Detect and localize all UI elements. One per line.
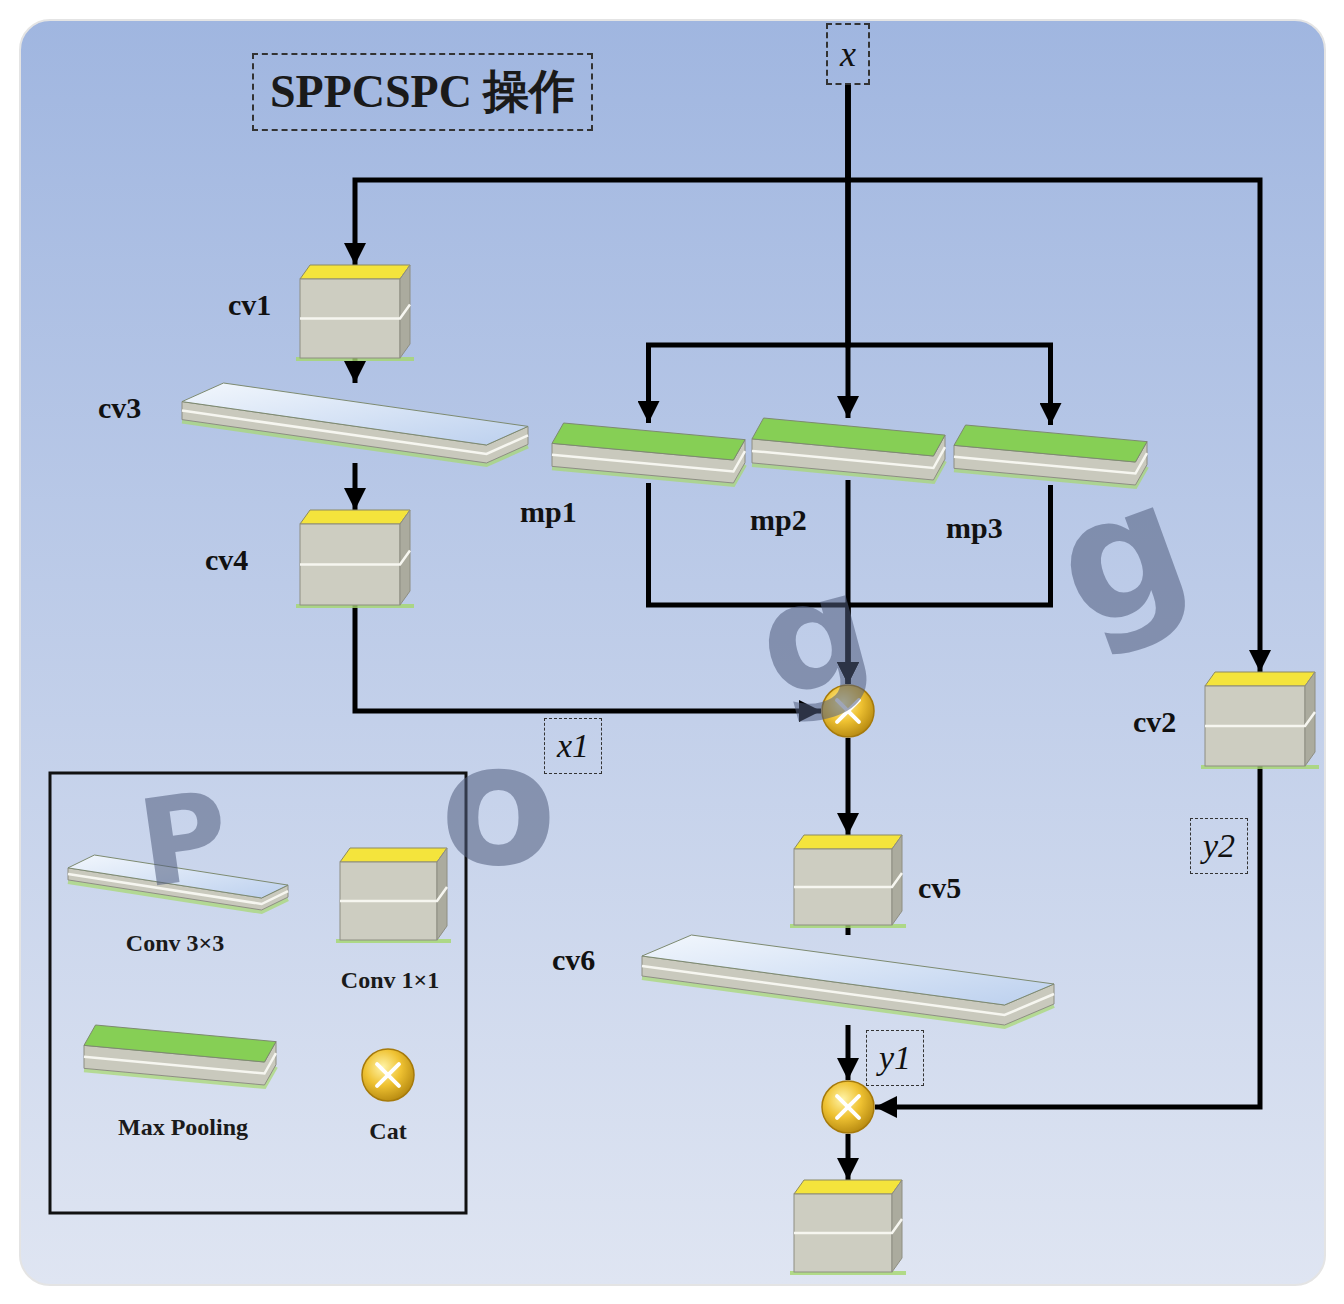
layer-line [340,887,447,901]
cube-top [340,848,447,862]
concat-cross [837,700,859,722]
layer-line [794,1219,902,1233]
legend-text: Conv 3×3 [126,929,224,958]
connector [353,463,358,510]
maxpool-sample [84,1025,276,1087]
layer-line [300,305,410,319]
title-box: SPPCSPC 操作 [252,53,593,131]
concat-cross [377,1064,399,1086]
conv1x1-sample [336,848,451,941]
title-text: SPPCSPC 操作 [270,63,575,121]
concat-cross [837,1096,859,1118]
edge-label: y1 [866,1030,924,1086]
block-label: cv5 [918,870,961,906]
legend-frame [50,773,466,1213]
connector [848,85,1260,672]
conv1x1-block [794,1180,902,1272]
node-shape [642,935,1054,1025]
input-box: x [826,23,870,85]
connector [846,738,851,835]
conv1x1-block: cv5 [794,835,902,925]
maxpool-block: mp3 [954,425,1147,485]
cube-top [300,265,410,279]
node-shape [300,510,410,605]
connector [355,605,821,711]
layer-line [1205,712,1315,726]
concat-node [821,1080,875,1134]
cube-top [794,835,902,849]
background-panel [20,20,1325,1285]
block-label: cv4 [205,542,248,578]
block-label: mp2 [750,502,807,538]
node-shape [954,425,1147,485]
node-shape [821,1080,875,1134]
node-shape [300,265,410,358]
concat-node [821,684,875,738]
concat-cross [377,1064,399,1086]
node-shape [794,1180,902,1272]
concat-disc [822,685,874,737]
edge-label: x1 [544,718,602,774]
node-shape [794,835,902,925]
connector [353,358,358,383]
slab-top [752,418,945,456]
legend-text: Conv 1×1 [341,966,439,995]
conv3x3-block: cv3 [182,383,528,463]
conv3x3-sample [68,855,288,912]
conv1x1-block: cv4 [300,510,410,605]
connector [875,766,1260,1107]
block-label: mp1 [520,494,577,530]
cube-top [794,1180,902,1194]
layer-line [300,551,410,565]
connector [649,85,848,423]
connector [846,1025,851,1080]
slab-top [84,1025,276,1062]
connector [848,85,1051,425]
node-shape [182,383,528,463]
edge-label: y2 [1190,818,1248,874]
connector [649,483,849,684]
concat-disc [362,1049,414,1101]
block-label: mp3 [946,510,1003,546]
input-label: x [840,27,856,81]
slab-top [954,425,1147,462]
slab-top [182,383,528,445]
concat-disc [822,1081,874,1133]
legend-text: Cat [369,1117,406,1146]
legend-text: Max Pooling [118,1113,248,1142]
connector [848,485,1051,684]
legend-samples [68,848,451,1101]
conv1x1-block: cv2 [1205,672,1315,766]
node-shape [1205,672,1315,766]
concat-cross [837,1096,859,1118]
slab-top [552,423,745,460]
block-label: cv2 [1133,704,1176,740]
concat-sample [362,1049,414,1101]
watermark: o [440,720,557,890]
conv1x1-block: cv1 [300,265,410,358]
node-shape [752,418,945,480]
block-label: cv6 [552,942,595,978]
maxpool-block: mp2 [752,418,945,480]
concat-cross [837,700,859,722]
block-label: cv1 [228,287,271,323]
layer-line [794,873,902,887]
slab-top [642,935,1054,1005]
block-label: cv3 [98,390,141,426]
maxpool-block: mp1 [552,423,745,483]
cube-top [1205,672,1315,686]
connector [846,1134,851,1180]
slab-top [68,855,288,898]
watermark: P [132,774,236,905]
conv3x3-block: cv6 [642,935,1054,1025]
node-shape [821,684,875,738]
node-shape [552,423,745,483]
cube-top [300,510,410,524]
